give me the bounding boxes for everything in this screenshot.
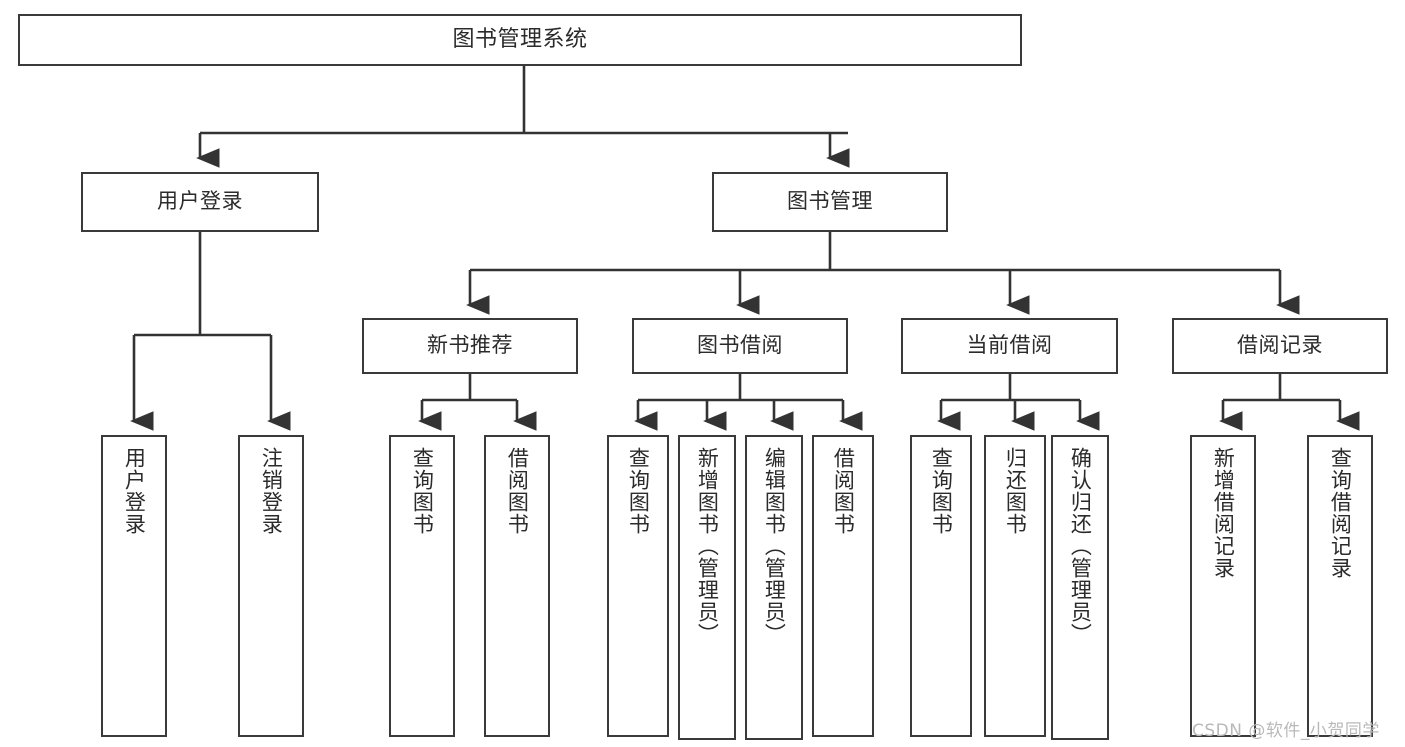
node-leaf-query-book-1-label: 查询图书	[410, 447, 435, 535]
node-leaf-logout-label: 注销登录	[259, 447, 284, 535]
node-leaf-add-record[interactable]: 新增借阅记录	[1190, 435, 1256, 737]
node-leaf-logout[interactable]: 注销登录	[238, 435, 304, 737]
node-current-borrow[interactable]: 当前借阅	[901, 318, 1118, 374]
node-leaf-query-book-1[interactable]: 查询图书	[389, 435, 455, 737]
node-root[interactable]: 图书管理系统	[18, 14, 1022, 66]
node-book-borrow-label: 图书借阅	[697, 333, 783, 358]
node-leaf-confirm-return[interactable]: 确认归还（管理员）	[1051, 435, 1109, 740]
node-leaf-query-book-3[interactable]: 查询图书	[910, 435, 972, 737]
node-leaf-borrow-book-1[interactable]: 借阅图书	[484, 435, 550, 737]
node-current-borrow-label: 当前借阅	[966, 333, 1053, 358]
node-leaf-borrow-book-2[interactable]: 借阅图书	[812, 435, 874, 737]
node-book-manage[interactable]: 图书管理	[712, 172, 948, 232]
node-leaf-add-book-label: 新增图书（管理员）	[695, 447, 720, 645]
node-leaf-add-book[interactable]: 新增图书（管理员）	[678, 435, 736, 740]
node-book-borrow[interactable]: 图书借阅	[632, 318, 848, 374]
node-leaf-borrow-book-2-label: 借阅图书	[831, 447, 856, 535]
node-user-login-label: 用户登录	[157, 189, 243, 214]
csdn-watermark: CSDN @软件_小贺同学	[1192, 721, 1380, 741]
node-book-manage-label: 图书管理	[787, 189, 873, 214]
node-new-book-rec[interactable]: 新书推荐	[362, 318, 578, 374]
node-leaf-confirm-return-label: 确认归还（管理员）	[1068, 447, 1093, 645]
node-new-book-rec-label: 新书推荐	[427, 333, 513, 358]
node-borrow-record[interactable]: 借阅记录	[1172, 318, 1388, 374]
node-leaf-edit-book[interactable]: 编辑图书（管理员）	[745, 435, 803, 740]
node-leaf-query-book-3-label: 查询图书	[929, 447, 954, 535]
node-leaf-borrow-book-1-label: 借阅图书	[505, 447, 530, 535]
node-leaf-query-record[interactable]: 查询借阅记录	[1307, 435, 1373, 737]
node-leaf-add-record-label: 新增借阅记录	[1211, 447, 1236, 579]
node-leaf-query-book-2[interactable]: 查询图书	[607, 435, 669, 737]
node-leaf-return-book[interactable]: 归还图书	[984, 435, 1046, 737]
node-leaf-user-login[interactable]: 用户登录	[101, 435, 167, 737]
node-leaf-query-record-label: 查询借阅记录	[1328, 447, 1353, 579]
node-leaf-edit-book-label: 编辑图书（管理员）	[762, 447, 787, 645]
node-borrow-record-label: 借阅记录	[1237, 333, 1323, 358]
node-user-login[interactable]: 用户登录	[81, 172, 319, 232]
node-leaf-user-login-label: 用户登录	[122, 447, 147, 535]
node-leaf-return-book-label: 归还图书	[1003, 447, 1028, 535]
node-root-label: 图书管理系统	[452, 26, 588, 52]
node-leaf-query-book-2-label: 查询图书	[626, 447, 651, 535]
